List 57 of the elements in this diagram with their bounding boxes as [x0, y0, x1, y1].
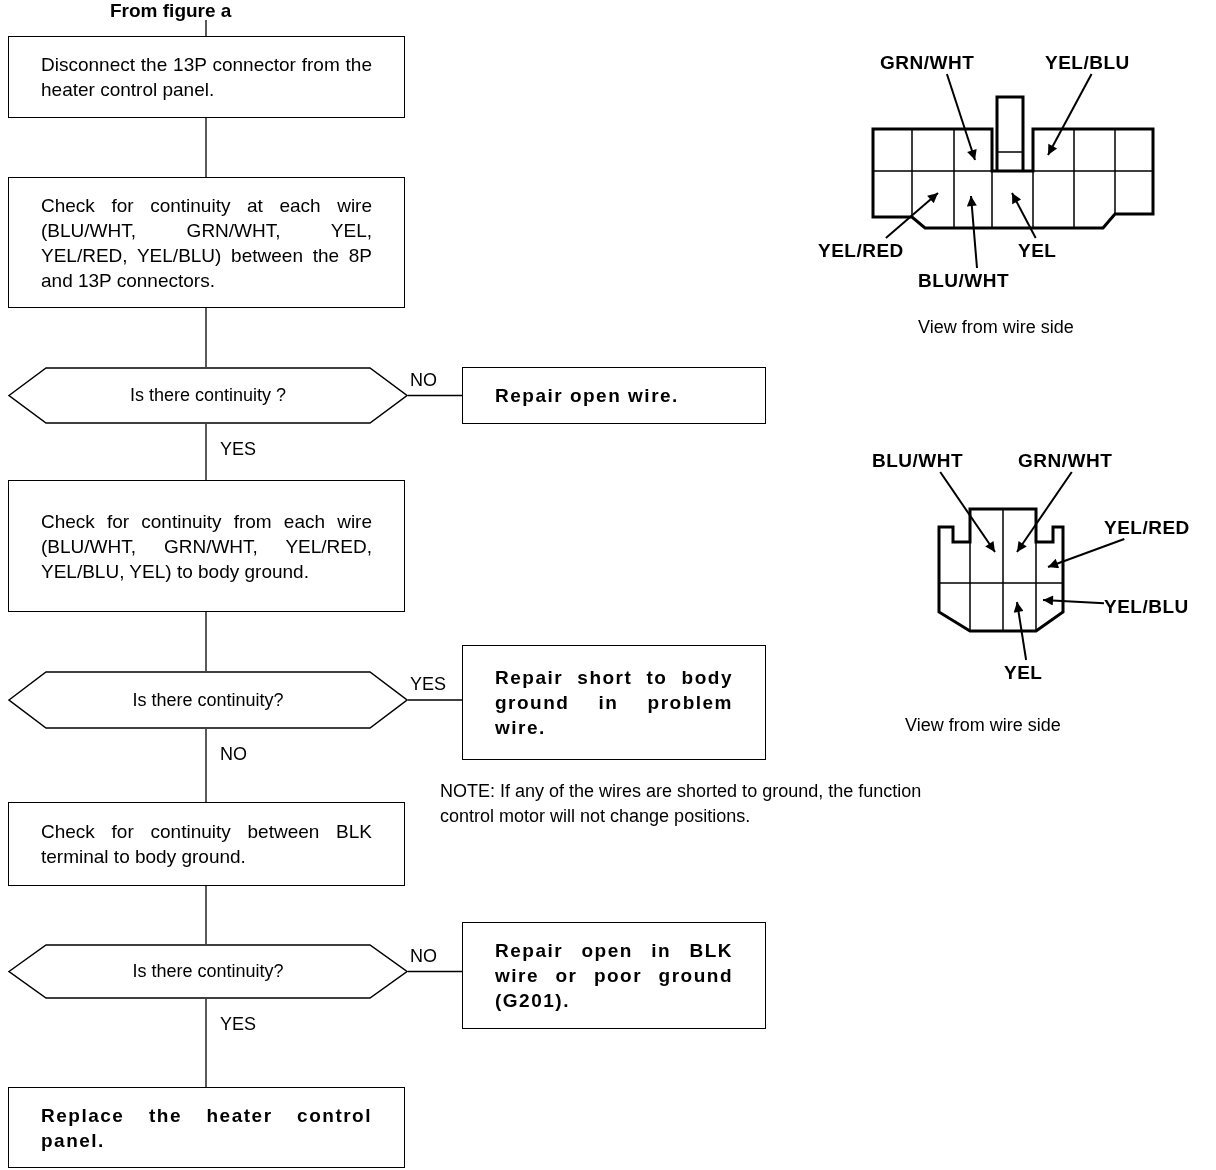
leader-arrow	[1047, 73, 1093, 156]
decision-hexagon	[8, 944, 408, 999]
leader-arrow	[1047, 538, 1126, 569]
note-text: NOTE: If any of the wires are shorted to ground, the function control motor will not change positions.	[440, 780, 923, 828]
process-box	[8, 36, 405, 118]
step-text: Check for continuity between BLK terminal to body ground.	[41, 820, 372, 869]
flow-line	[205, 423, 207, 481]
view-caption: View from wire side	[918, 316, 1074, 339]
flow-line	[205, 728, 207, 803]
wire-label: YEL	[1004, 661, 1044, 685]
wire-label: GRN/WHT	[880, 51, 976, 75]
leader-arrow	[1016, 471, 1073, 553]
leader-arrow	[945, 73, 977, 161]
step-text: Repair open in BLK wire or poor ground (G201).	[495, 939, 733, 1013]
wire-label: YEL/BLU	[1104, 595, 1190, 619]
leader-arrow	[939, 471, 996, 553]
source-label: From figure a	[110, 0, 233, 23]
step-text: Check for continuity from each wire (BLU/WHT, GRN/WHT, YEL/RED, YEL/BLU, YEL) to body ground.	[41, 509, 372, 584]
wire-label: YEL/RED	[1104, 516, 1191, 540]
flow-line	[205, 117, 207, 178]
action-box	[8, 1087, 405, 1168]
action-box	[462, 645, 766, 760]
wire-label: GRN/WHT	[1018, 449, 1114, 473]
process-box	[8, 177, 405, 308]
flow-line	[205, 19, 207, 37]
wire-label: YEL/RED	[818, 239, 905, 263]
decision-hexagon	[8, 367, 408, 424]
leader-arrow	[966, 195, 978, 269]
view-caption: View from wire side	[905, 714, 1061, 737]
step-text: Is there continuity?	[132, 688, 284, 712]
flow-line	[205, 885, 207, 945]
decision-hexagon	[8, 671, 408, 729]
step-text: Replace the heater control panel.	[41, 1103, 372, 1153]
step-text: Repair open wire.	[495, 384, 679, 408]
step-text: Disconnect the 13P connector from the heater control panel.	[41, 53, 372, 102]
leader-arrow	[1011, 192, 1037, 239]
flow-line	[407, 970, 463, 973]
process-box	[8, 802, 405, 886]
process-box	[8, 480, 405, 612]
flow-line	[205, 611, 207, 672]
wire-label: YEL	[1018, 239, 1058, 263]
flow-line	[407, 394, 463, 397]
leader-arrow	[1013, 601, 1028, 661]
wire-label: YEL/BLU	[1045, 51, 1131, 75]
flow-line	[407, 699, 463, 701]
flow-line	[205, 307, 207, 368]
step-text: Is there continuity ?	[129, 384, 287, 407]
flow-line	[205, 998, 207, 1088]
action-box	[462, 367, 766, 424]
step-text: Check for continuity at each wire (BLU/WHT, GRN/WHT, YEL, YEL/RED, YEL/BLU) between the 8P and 13P connectors.	[41, 193, 372, 293]
leader-arrow	[884, 192, 939, 239]
step-text: Is there continuity?	[132, 960, 284, 983]
wire-label: BLU/WHT	[918, 269, 1011, 293]
step-text: Repair short to body ground in problem wire.	[495, 666, 733, 740]
wire-label: BLU/WHT	[872, 449, 965, 473]
leader-arrow	[1042, 595, 1105, 606]
action-box	[462, 922, 766, 1029]
